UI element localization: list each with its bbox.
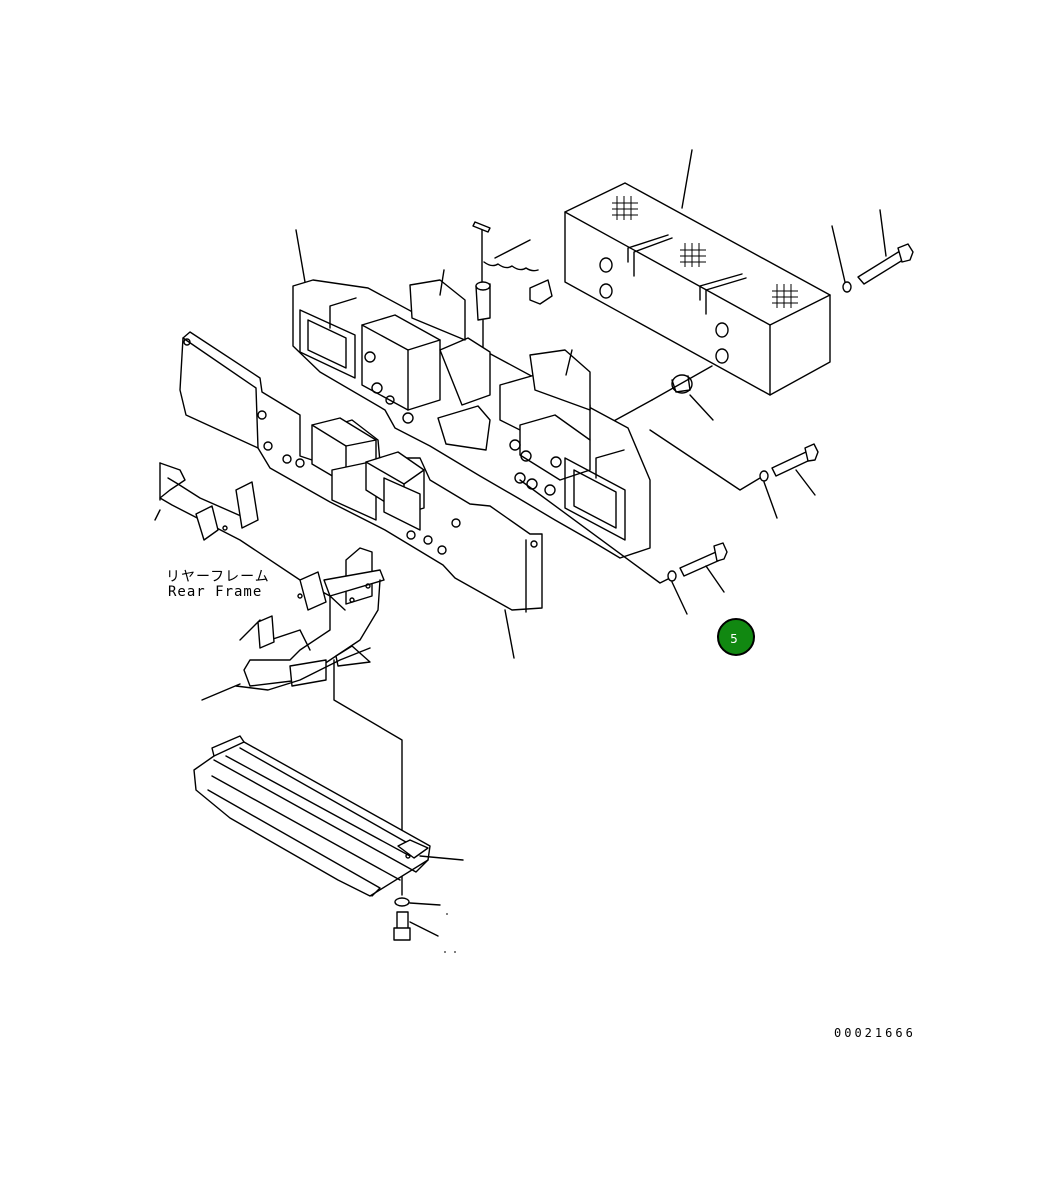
cover-leader — [333, 659, 403, 896]
rear-frame-label-jp: リヤーフレーム — [166, 569, 270, 585]
upper-counterweight — [564, 149, 831, 396]
top-bolt — [831, 209, 914, 293]
callout-number: 5 — [730, 631, 738, 646]
front-counterweight — [179, 331, 543, 659]
pin-assembly — [472, 221, 553, 381]
spacer — [524, 365, 714, 471]
rear-frame-label-en: Rear Frame — [168, 584, 263, 600]
callout-badge[interactable]: 5 — [717, 618, 755, 656]
under-cover — [193, 735, 464, 897]
document-number: 00021666 — [834, 1026, 916, 1040]
mid-bolt — [649, 429, 819, 519]
middle-counterweight — [292, 229, 651, 559]
low-bolt — [519, 479, 728, 615]
rear-frame — [154, 462, 385, 701]
cover-bolt — [393, 897, 456, 953]
